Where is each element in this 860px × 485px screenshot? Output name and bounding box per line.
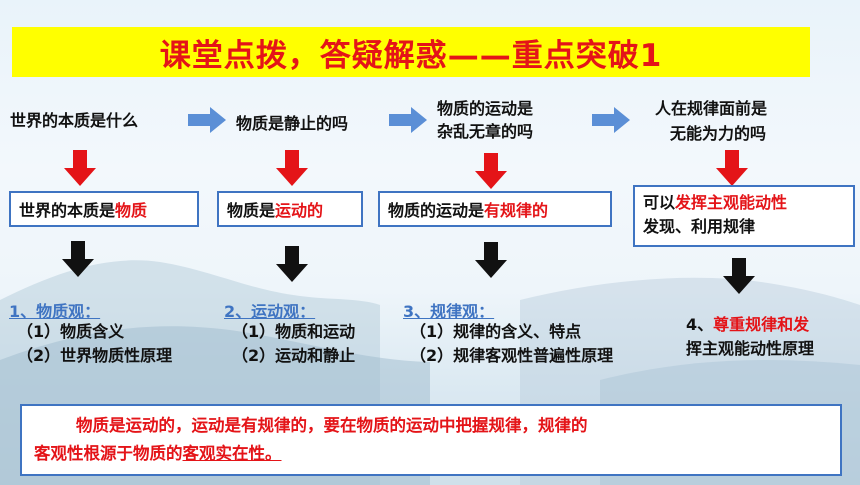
arrow-right-icon xyxy=(188,107,226,133)
answer-box-3: 物质的运动是有规律的 xyxy=(378,191,612,227)
summary-keyword: 客观实在性。 xyxy=(182,444,282,463)
answer-box-1: 世界的本质是物质 xyxy=(9,191,199,227)
answer-4-line2: 发现、利用规律 xyxy=(643,217,756,236)
red-down-arrow-icon xyxy=(276,150,308,186)
title-banner: 课堂点拨，答疑解惑——重点突破1 xyxy=(12,27,810,77)
page-title: 课堂点拨，答疑解惑——重点突破1 xyxy=(159,37,663,74)
arrow-right-icon xyxy=(592,107,630,133)
answer-box-2: 物质是运动的 xyxy=(217,191,363,227)
answer-2-text: 物质是 xyxy=(227,201,276,220)
red-down-arrow-icon xyxy=(64,150,96,186)
question-2: 物质是静止的吗 xyxy=(236,114,349,133)
summary-line-1: 物质是运动的，运动是有规律的，要在物质的运动中把握规律，规律的 xyxy=(76,416,588,435)
summary-line-2-text: 客观性根源于物质的 xyxy=(34,444,183,463)
section-3-item-1: （1）规律的含义、特点 xyxy=(410,322,582,341)
answer-1-keyword: 物质 xyxy=(115,201,148,220)
section-1-item-2: （2）世界物质性原理 xyxy=(17,346,173,365)
black-down-arrow-icon xyxy=(475,242,507,278)
section-4-line1: 4、尊重规律和发 xyxy=(686,313,809,337)
section-4-text-1: 尊重规律和发 xyxy=(713,315,810,334)
section-2-item-2: （2）运动和静止 xyxy=(232,346,356,365)
black-down-arrow-icon xyxy=(62,241,94,277)
section-4-number: 4、 xyxy=(686,315,714,334)
answer-3-text: 物质的运动是 xyxy=(388,201,485,220)
section-2-item-1: （1）物质和运动 xyxy=(232,322,356,341)
answer-4-keyword: 发挥主观能动性 xyxy=(675,193,788,212)
arrow-right-icon xyxy=(389,107,427,133)
answer-3-keyword: 有规律的 xyxy=(484,201,549,220)
summary-line-2: 客观性根源于物质的客观实在性。 xyxy=(34,440,828,468)
black-down-arrow-icon xyxy=(276,246,308,282)
question-4-line2: 无能为力的吗 xyxy=(670,124,767,143)
question-1: 世界的本质是什么 xyxy=(10,111,139,130)
black-down-arrow-icon xyxy=(723,258,755,294)
question-3-line1: 物质的运动是 xyxy=(437,99,534,118)
answer-box-4: 可以发挥主观能动性 发现、利用规律 xyxy=(633,185,855,247)
section-3-item-2: （2）规律客观性普遍性原理 xyxy=(410,346,614,365)
section-2-title: 2、运动观： xyxy=(224,302,316,321)
red-down-arrow-icon xyxy=(716,150,748,186)
section-3-title: 3、规律观： xyxy=(403,302,495,321)
section-1-item-1: （1）物质含义 xyxy=(17,322,125,341)
question-4-line1: 人在规律面前是 xyxy=(655,99,768,118)
summary-box: 物质是运动的，运动是有规律的，要在物质的运动中把握规律，规律的 客观性根源于物质… xyxy=(20,404,842,476)
answer-1-text: 世界的本质是 xyxy=(19,201,116,220)
section-1-title: 1、物质观： xyxy=(9,302,101,321)
answer-4-text: 可以 xyxy=(643,193,676,212)
red-down-arrow-icon xyxy=(475,153,507,189)
question-3-line2: 杂乱无章的吗 xyxy=(437,122,534,141)
answer-2-keyword: 运动的 xyxy=(275,201,324,220)
section-4-line2: 挥主观能动性原理 xyxy=(686,339,815,358)
